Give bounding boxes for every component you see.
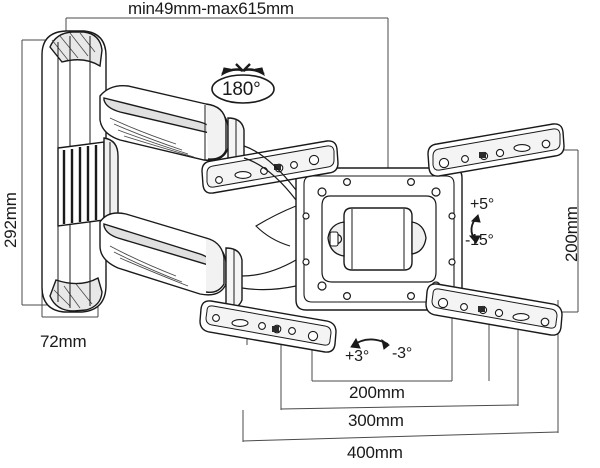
rail-lower-right-holes xyxy=(437,297,550,327)
angle-label-tilt-up: +5° xyxy=(470,196,495,213)
dimension-label-wall-plate-width: 72mm xyxy=(40,332,87,351)
rail-lower-left-marker xyxy=(272,326,279,332)
upper-arm-endcap xyxy=(205,103,227,160)
lower-arm-top-facet xyxy=(103,223,213,267)
dimline-300 xyxy=(280,404,519,410)
tilt-hub-slot xyxy=(329,231,339,247)
rail-lower-right xyxy=(425,283,563,336)
angle-indicators xyxy=(211,63,481,350)
dimension-label-height: 292mm xyxy=(1,192,20,248)
rail-lower-left xyxy=(199,300,337,353)
dimension-label-400: 400mm xyxy=(347,443,403,462)
roll-arrow-right-head xyxy=(381,338,390,350)
swivel-badge-ellipse xyxy=(211,74,275,104)
dimension-label-300: 300mm xyxy=(348,411,404,430)
dimension-label-vesa-vertical: 200mm xyxy=(562,206,581,262)
rail-upper-left-marker xyxy=(274,164,281,170)
angle-label-tilt-down: -15° xyxy=(465,232,494,249)
upper-arm-top-facet xyxy=(103,97,215,135)
angle-label-roll-left: -3° xyxy=(392,345,413,362)
rail-lower-right-marker xyxy=(478,306,485,312)
wall-plate-ribs xyxy=(62,145,98,224)
wall-plate-assembly xyxy=(41,30,119,313)
arm-to-plate-links xyxy=(241,145,297,291)
rail-upper-left xyxy=(201,140,339,194)
dimline-400 xyxy=(242,431,559,442)
lower-arm-ribs xyxy=(109,245,189,287)
rail-upper-right-holes xyxy=(438,139,551,169)
tilt-arrow-up-head xyxy=(470,214,481,223)
angle-label-swivel: 180° xyxy=(222,79,261,100)
tilt-arrow-down-head xyxy=(468,235,481,244)
dimension-label-extension: min49mm-max615mm xyxy=(128,0,294,18)
vesa-plate-inner-frame xyxy=(321,195,437,283)
wall-plate-top-hatch xyxy=(51,32,96,61)
swivel-arrow-right-head xyxy=(254,67,265,77)
angle-label-roll-right: +3° xyxy=(345,348,370,365)
swivel-arrow-left-head xyxy=(221,67,232,77)
wall-plate-bottom-hatch xyxy=(53,283,93,309)
wall-plate-bottom-cap xyxy=(49,276,103,312)
tilt-hub xyxy=(327,207,427,271)
upper-arm xyxy=(99,85,245,178)
lower-arm xyxy=(99,212,243,310)
roll-arrow-left-head xyxy=(350,337,361,349)
wall-plate-top-cap xyxy=(49,31,103,68)
dimension-label-200: 200mm xyxy=(349,383,405,402)
rail-upper-right-marker xyxy=(479,152,486,158)
lower-arm-endcap xyxy=(205,237,225,294)
rail-upper-right xyxy=(427,123,565,177)
tilt-hub-right-lobe xyxy=(411,221,427,255)
upper-arm-ribs xyxy=(109,117,195,158)
